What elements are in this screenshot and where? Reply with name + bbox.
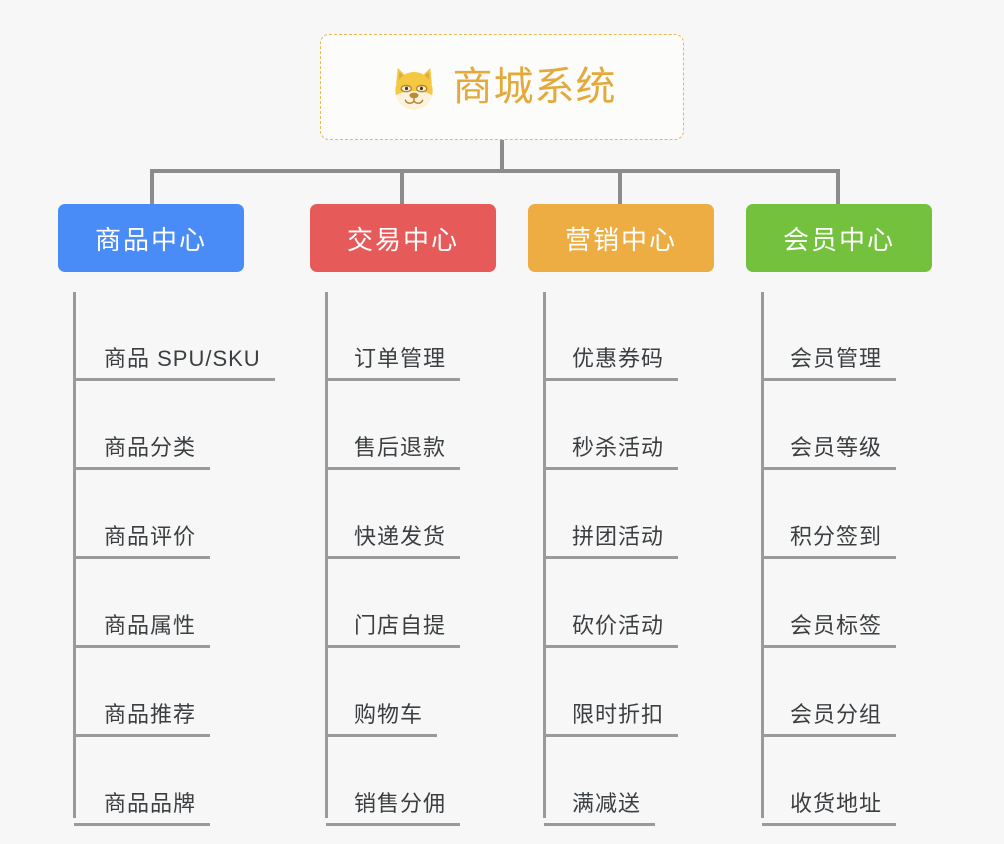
branch-body-trade: 订单管理 售后退款 快递发货 门店自提 购物车 销售分佣: [310, 292, 532, 826]
list-item[interactable]: 秒杀活动: [544, 381, 750, 470]
branch-spine: [543, 292, 546, 818]
list-item[interactable]: 门店自提: [326, 559, 532, 648]
leaf-label: 会员等级: [762, 435, 897, 470]
leaf-label: 商品 SPU/SKU: [74, 346, 275, 381]
leaf-label: 快递发货: [326, 524, 461, 559]
list-item[interactable]: 商品 SPU/SKU: [74, 292, 288, 381]
leaf-label: 购物车: [326, 702, 438, 737]
list-item[interactable]: 购物车: [326, 648, 532, 737]
list-item[interactable]: 会员管理: [762, 292, 968, 381]
list-item[interactable]: 商品推荐: [74, 648, 288, 737]
list-item[interactable]: 积分签到: [762, 470, 968, 559]
list-item[interactable]: 商品属性: [74, 559, 288, 648]
category-header-member[interactable]: 会员中心: [746, 204, 932, 272]
list-item[interactable]: 会员标签: [762, 559, 968, 648]
connector-drop-2: [400, 169, 404, 205]
list-item[interactable]: 限时折扣: [544, 648, 750, 737]
root-node[interactable]: 商城系统: [320, 34, 684, 140]
leaf-label: 售后退款: [326, 435, 461, 470]
leaf-label: 商品评价: [74, 524, 211, 559]
category-header-marketing[interactable]: 营销中心: [528, 204, 714, 272]
list-item[interactable]: 售后退款: [326, 381, 532, 470]
leaf-label: 门店自提: [326, 613, 461, 648]
branch-column-trade: 交易中心 订单管理 售后退款 快递发货 门店自提 购物车 销售分佣: [310, 204, 532, 826]
connector-root-stem: [500, 140, 504, 172]
branch-spine: [73, 292, 76, 818]
leaf-label: 限时折扣: [544, 702, 679, 737]
branch-column-marketing: 营销中心 优惠券码 秒杀活动 拼团活动 砍价活动 限时折扣 满减送: [528, 204, 750, 826]
leaf-label: 商品分类: [74, 435, 211, 470]
list-item[interactable]: 快递发货: [326, 470, 532, 559]
branch-spine: [761, 292, 764, 818]
leaf-label: 销售分佣: [326, 791, 461, 826]
category-header-trade[interactable]: 交易中心: [310, 204, 496, 272]
page-title: 商城系统: [452, 65, 617, 109]
branch-spine: [325, 292, 328, 818]
leaf-label: 收货地址: [762, 791, 897, 826]
list-item[interactable]: 商品分类: [74, 381, 288, 470]
list-item[interactable]: 商品品牌: [74, 737, 288, 826]
list-item[interactable]: 会员等级: [762, 381, 968, 470]
branch-column-member: 会员中心 会员管理 会员等级 积分签到 会员标签 会员分组 收货地址: [746, 204, 968, 826]
leaf-label: 会员管理: [762, 346, 897, 381]
list-item[interactable]: 收货地址: [762, 737, 968, 826]
list-item[interactable]: 满减送: [544, 737, 750, 826]
list-item[interactable]: 销售分佣: [326, 737, 532, 826]
connector-horizontal-bus: [150, 169, 840, 173]
leaf-label: 满减送: [544, 791, 656, 826]
connector-drop-4: [836, 169, 840, 205]
branch-body-member: 会员管理 会员等级 积分签到 会员标签 会员分组 收货地址: [746, 292, 968, 826]
list-item[interactable]: 商品评价: [74, 470, 288, 559]
list-item[interactable]: 拼团活动: [544, 470, 750, 559]
leaf-label: 订单管理: [326, 346, 461, 381]
list-item[interactable]: 订单管理: [326, 292, 532, 381]
leaf-label: 秒杀活动: [544, 435, 679, 470]
leaf-label: 商品推荐: [74, 702, 211, 737]
leaf-label: 拼团活动: [544, 524, 679, 559]
connector-drop-3: [618, 169, 622, 205]
branch-columns: 商品中心 商品 SPU/SKU 商品分类 商品评价 商品属性 商品推荐 商品品牌…: [0, 204, 1004, 844]
branch-column-product: 商品中心 商品 SPU/SKU 商品分类 商品评价 商品属性 商品推荐 商品品牌: [58, 204, 288, 826]
list-item[interactable]: 优惠券码: [544, 292, 750, 381]
branch-body-product: 商品 SPU/SKU 商品分类 商品评价 商品属性 商品推荐 商品品牌: [58, 292, 288, 826]
leaf-label: 优惠券码: [544, 346, 679, 381]
shiba-dog-emoji: [388, 63, 440, 115]
category-header-product[interactable]: 商品中心: [58, 204, 244, 272]
branch-body-marketing: 优惠券码 秒杀活动 拼团活动 砍价活动 限时折扣 满减送: [528, 292, 750, 826]
leaf-label: 会员分组: [762, 702, 897, 737]
leaf-label: 积分签到: [762, 524, 897, 559]
root-node-wrapper: 商城系统: [0, 34, 1004, 140]
leaf-label: 会员标签: [762, 613, 897, 648]
leaf-label: 砍价活动: [544, 613, 679, 648]
connector-drop-1: [150, 169, 154, 205]
leaf-label: 商品品牌: [74, 791, 211, 826]
list-item[interactable]: 会员分组: [762, 648, 968, 737]
list-item[interactable]: 砍价活动: [544, 559, 750, 648]
leaf-label: 商品属性: [74, 613, 211, 648]
